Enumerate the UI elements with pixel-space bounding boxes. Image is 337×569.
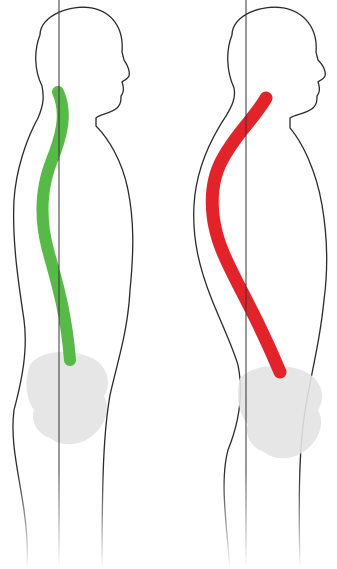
pelvis-left xyxy=(27,352,108,444)
leg-fade-overlay xyxy=(0,470,337,569)
spine-left xyxy=(42,92,70,360)
pelvis-right xyxy=(238,366,322,459)
